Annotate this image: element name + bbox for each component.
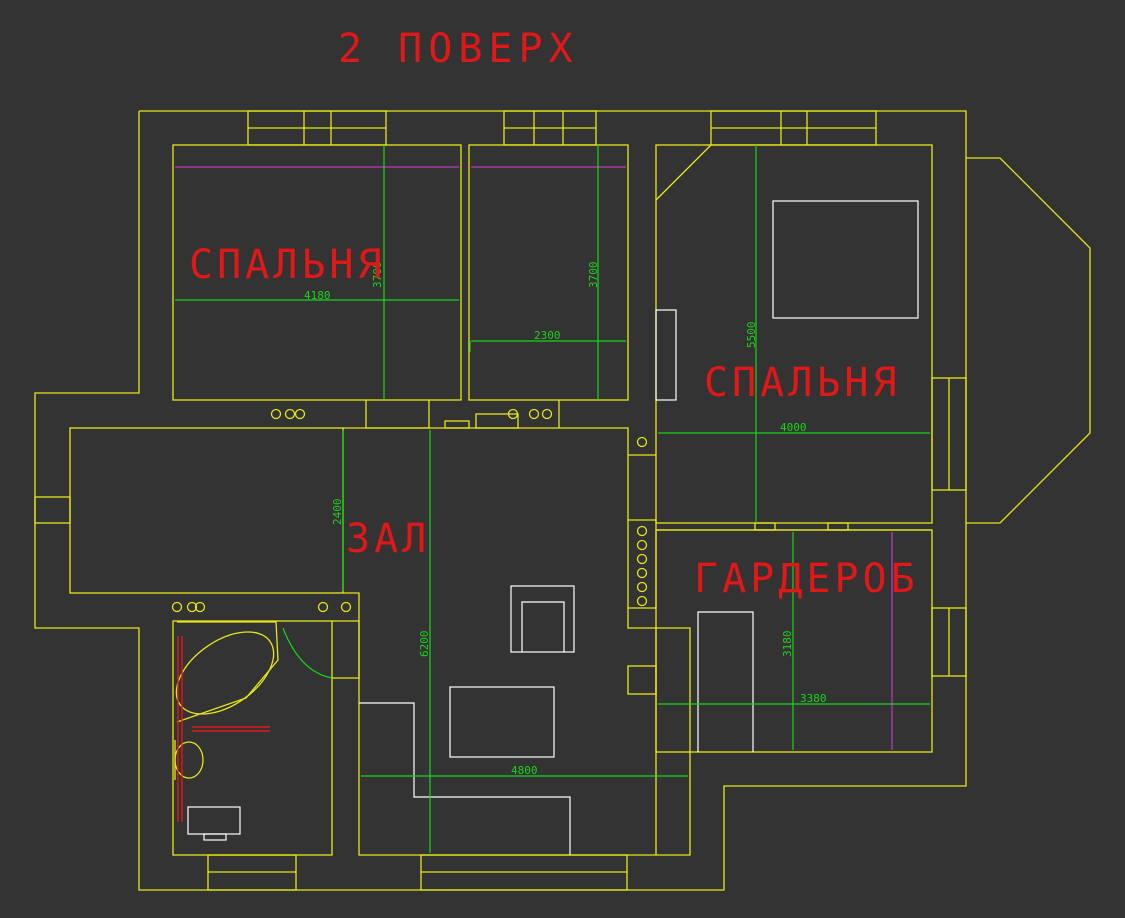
dim-hall-left-height: 2400 <box>331 499 344 526</box>
room-labels: СПАЛЬНЯ СПАЛЬНЯ ЗАЛ ГАРДЕРОБ <box>189 242 919 602</box>
dim-bedroom-left-height: 3700 <box>371 262 384 289</box>
furniture <box>187 200 919 855</box>
interior-walls <box>69 144 933 856</box>
room-label-hall: ЗАЛ <box>346 516 430 562</box>
dim-bedroom-right-width: 4000 <box>780 421 807 434</box>
dim-bedroom-left-width: 4180 <box>304 289 331 302</box>
exterior-walls <box>34 110 1091 891</box>
dim-small-room-height: 3700 <box>587 262 600 289</box>
cornice-lines <box>175 166 893 750</box>
room-label-bedroom-left: СПАЛЬНЯ <box>189 242 386 288</box>
dim-bedroom-right-height: 5500 <box>745 322 758 349</box>
room-label-wardrobe: ГАРДЕРОБ <box>694 556 919 602</box>
dim-wardrobe-width: 3380 <box>800 692 827 705</box>
dim-wardrobe-height: 3180 <box>781 631 794 658</box>
dim-small-room-width: 2300 <box>534 329 561 342</box>
plan-title: 2 ПОВЕРХ <box>338 26 579 72</box>
dim-hall-width: 4800 <box>511 764 538 777</box>
room-label-bedroom-right: СПАЛЬНЯ <box>704 360 901 406</box>
plumbing-pipes <box>177 636 270 822</box>
dim-hall-height: 6200 <box>418 631 431 658</box>
dimension-lines <box>175 145 930 853</box>
dimension-labels: 4180 3700 2300 3700 4000 5500 2400 6200 … <box>304 262 827 778</box>
